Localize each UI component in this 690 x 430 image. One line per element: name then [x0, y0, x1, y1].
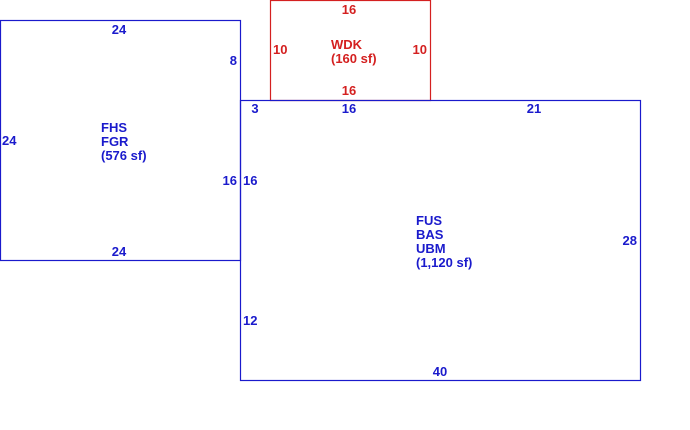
garage-area: 24 24 24 8 16 FHS FGR (576 sf)	[0, 19, 242, 262]
garage-dim-left: 24	[2, 133, 17, 148]
garage-dim-bottom: 24	[112, 244, 127, 259]
house-dim-top-left: 3	[251, 101, 258, 116]
deck-area-label: (160 sf)	[331, 51, 377, 66]
garage-code-1: FHS	[101, 120, 127, 135]
deck-dim-left: 10	[273, 42, 287, 57]
house-code-2: BAS	[416, 227, 444, 242]
house-area-label: (1,120 sf)	[416, 255, 472, 270]
house-dim-left-upper: 16	[243, 173, 257, 188]
house-code-3: UBM	[416, 241, 446, 256]
garage-area-label: (576 sf)	[101, 148, 147, 163]
house-code-1: FUS	[416, 213, 442, 228]
deck-area: 16 16 10 10 WDK (160 sf)	[269, 0, 432, 102]
house-dim-bottom: 40	[433, 364, 447, 379]
garage-dim-right-upper: 8	[230, 53, 237, 68]
garage-dim-right-lower: 16	[223, 173, 237, 188]
house-dim-left-lower: 12	[243, 313, 257, 328]
deck-code: WDK	[331, 37, 363, 52]
house-dim-top-mid: 16	[342, 101, 356, 116]
house-dim-right: 28	[623, 233, 637, 248]
house-area: 3 16 21 16 12 28 40 FUS BAS UBM (1,120 s…	[239, 99, 642, 382]
house-dim-top-right: 21	[527, 101, 541, 116]
garage-code-2: FGR	[101, 134, 129, 149]
house-outline	[239, 99, 642, 382]
deck-dim-top: 16	[342, 2, 356, 17]
deck-dim-right: 10	[413, 42, 427, 57]
deck-dim-bottom: 16	[342, 83, 356, 98]
garage-dim-top: 24	[112, 22, 127, 37]
